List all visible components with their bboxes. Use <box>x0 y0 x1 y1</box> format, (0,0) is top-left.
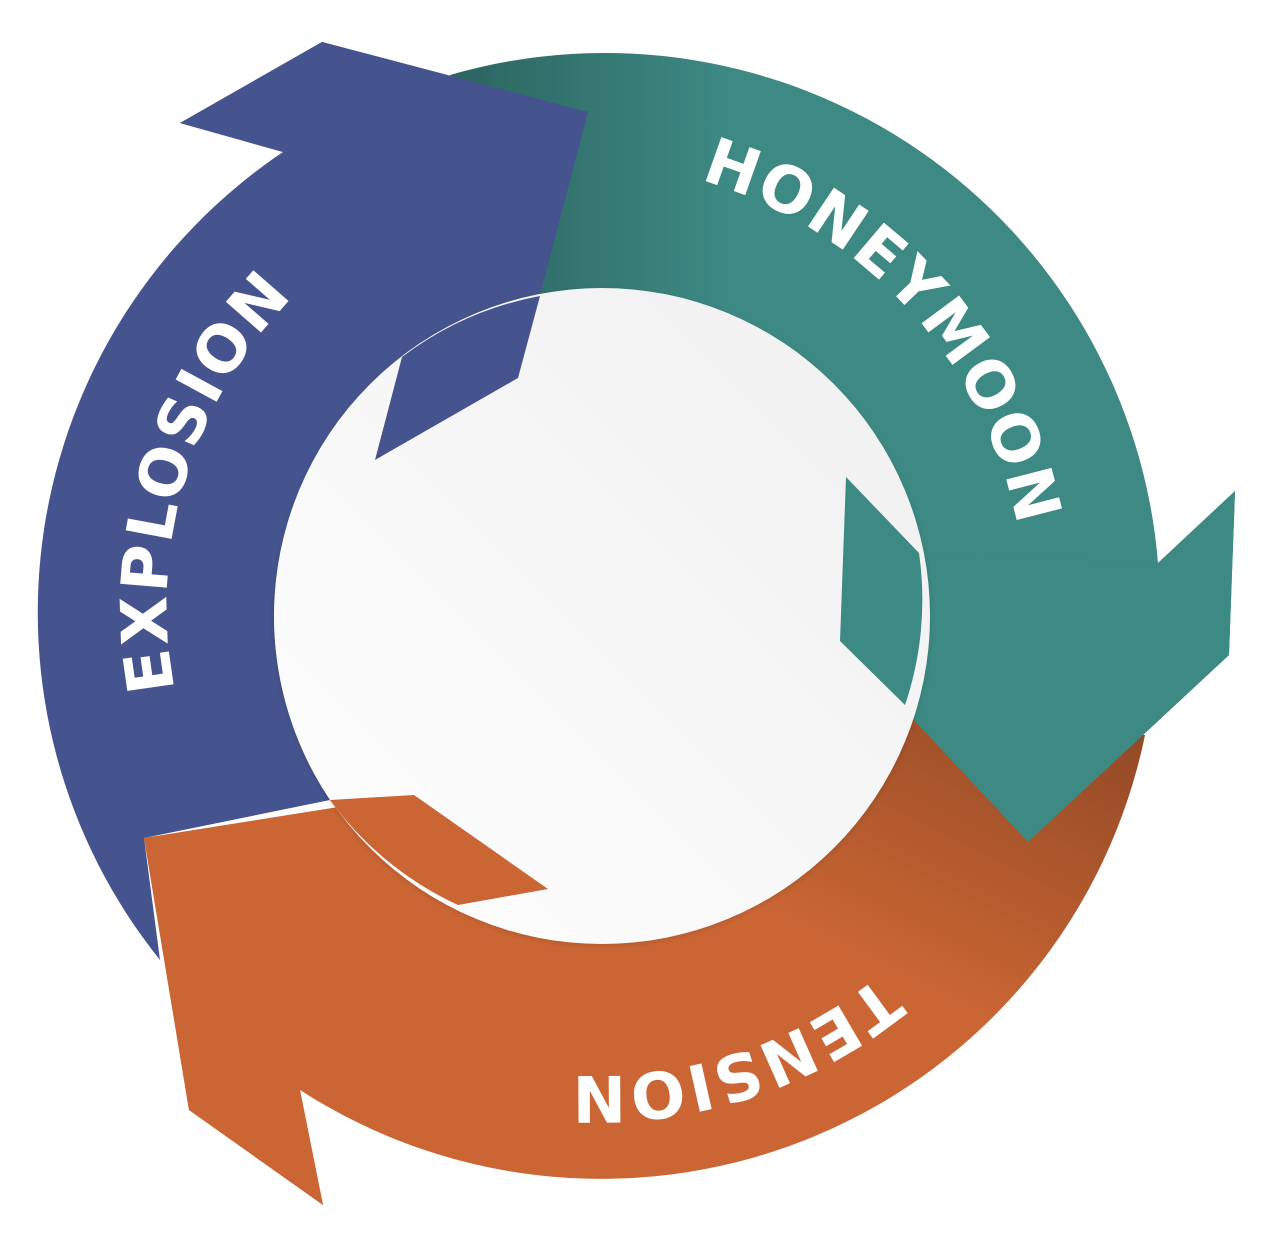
center-circle <box>274 288 930 944</box>
honeymoon-arrowhead <box>840 477 1235 842</box>
tension-arrowhead <box>144 795 620 1205</box>
